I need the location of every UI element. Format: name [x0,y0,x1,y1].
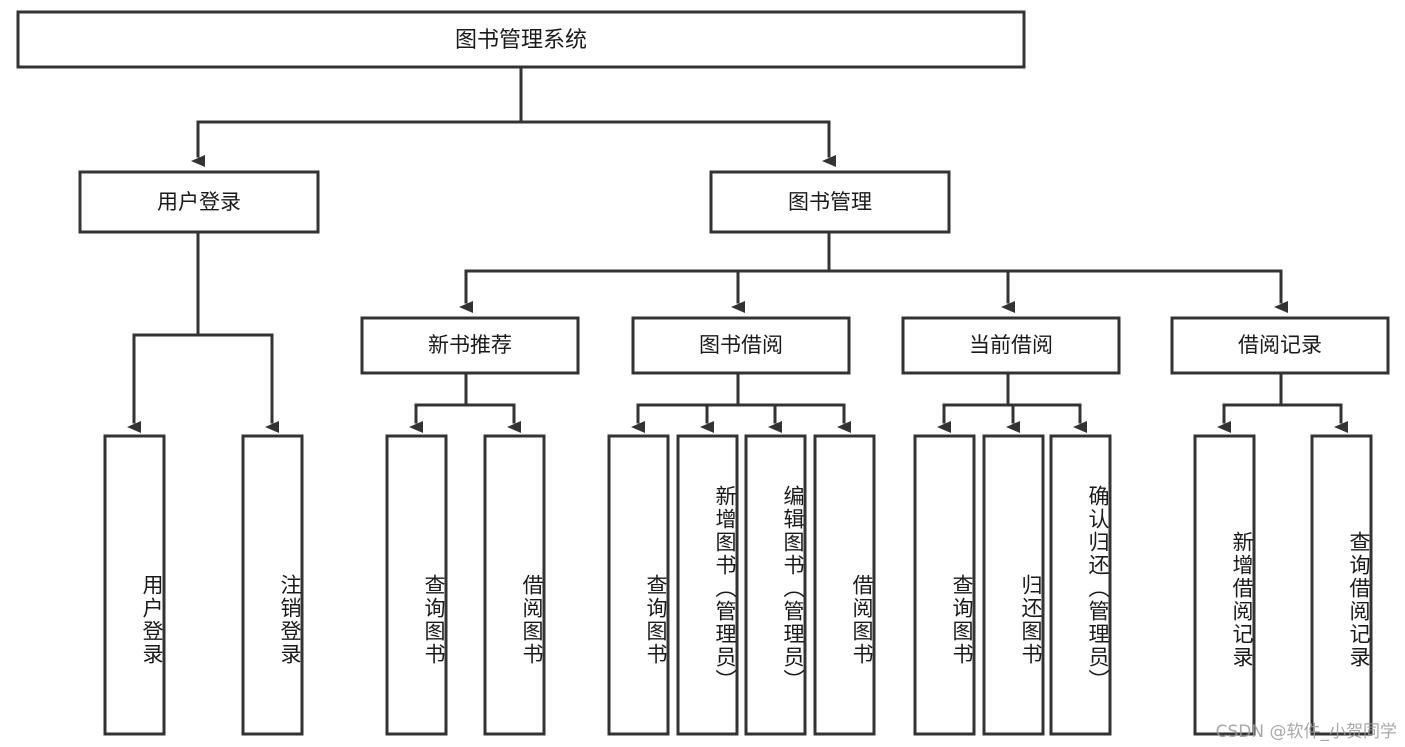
node-current-borrow-label: 当前借阅 [969,333,1053,357]
node-current-borrow-box[interactable] [901,316,1121,375]
node-borrow-records-label: 借阅记录 [1238,333,1322,357]
leaf-box-user-login-2[interactable] [241,434,304,736]
node-root-box[interactable] [16,10,1026,69]
node-root-label: 图书管理系统 [455,28,587,53]
connector-group-current [937,371,1087,433]
leaf-box-new-books-1[interactable] [385,434,448,736]
node-user-login-label: 用户登录 [157,190,241,214]
node-borrow-records[interactable]: 借阅记录 [1170,316,1390,375]
node-user-login-box[interactable] [78,170,320,234]
node-book-mgmt[interactable]: 图书管理 [709,170,951,234]
node-user-login[interactable]: 用户登录 [78,170,320,234]
leaf-box-borrow-4[interactable] [813,434,876,736]
leaf-box-borrow-1[interactable] [607,434,670,736]
connector-group-borrow [631,371,851,433]
node-book-mgmt-box[interactable] [709,170,951,234]
node-new-books-label: 新书推荐 [428,333,512,357]
leaf-box-borrow-3[interactable] [744,434,807,736]
connector-group-book-mgmt [459,230,1288,313]
node-new-books[interactable]: 新书推荐 [360,316,580,375]
node-borrow-label: 图书借阅 [699,333,783,357]
leaf-box-current-3[interactable] [1049,434,1112,736]
node-current-borrow[interactable]: 当前借阅 [901,316,1121,375]
node-borrow-records-box[interactable] [1170,316,1390,375]
leaf-box-borrow-2[interactable] [676,434,739,736]
connector-group-root [191,65,836,167]
node-book-mgmt-label: 图书管理 [788,190,872,214]
node-new-books-box[interactable] [360,316,580,375]
leaf-box-records-1[interactable] [1193,434,1256,736]
connector-group-records [1217,371,1348,433]
leaf-box-new-books-2[interactable] [483,434,546,736]
leaf-box-current-2[interactable] [982,434,1045,736]
node-borrow-box[interactable] [631,316,851,375]
leaf-box-user-login-1[interactable] [103,434,166,736]
leaf-box-current-1[interactable] [913,434,976,736]
node-borrow[interactable]: 图书借阅 [631,316,851,375]
node-root[interactable]: 图书管理系统 [16,10,1026,69]
csdn-watermark: CSDN @软件_小贺同学 [1215,722,1397,742]
leaf-box-records-2[interactable] [1310,434,1373,736]
connector-group-new-books [409,371,521,433]
connector-group-user-login [127,230,279,433]
